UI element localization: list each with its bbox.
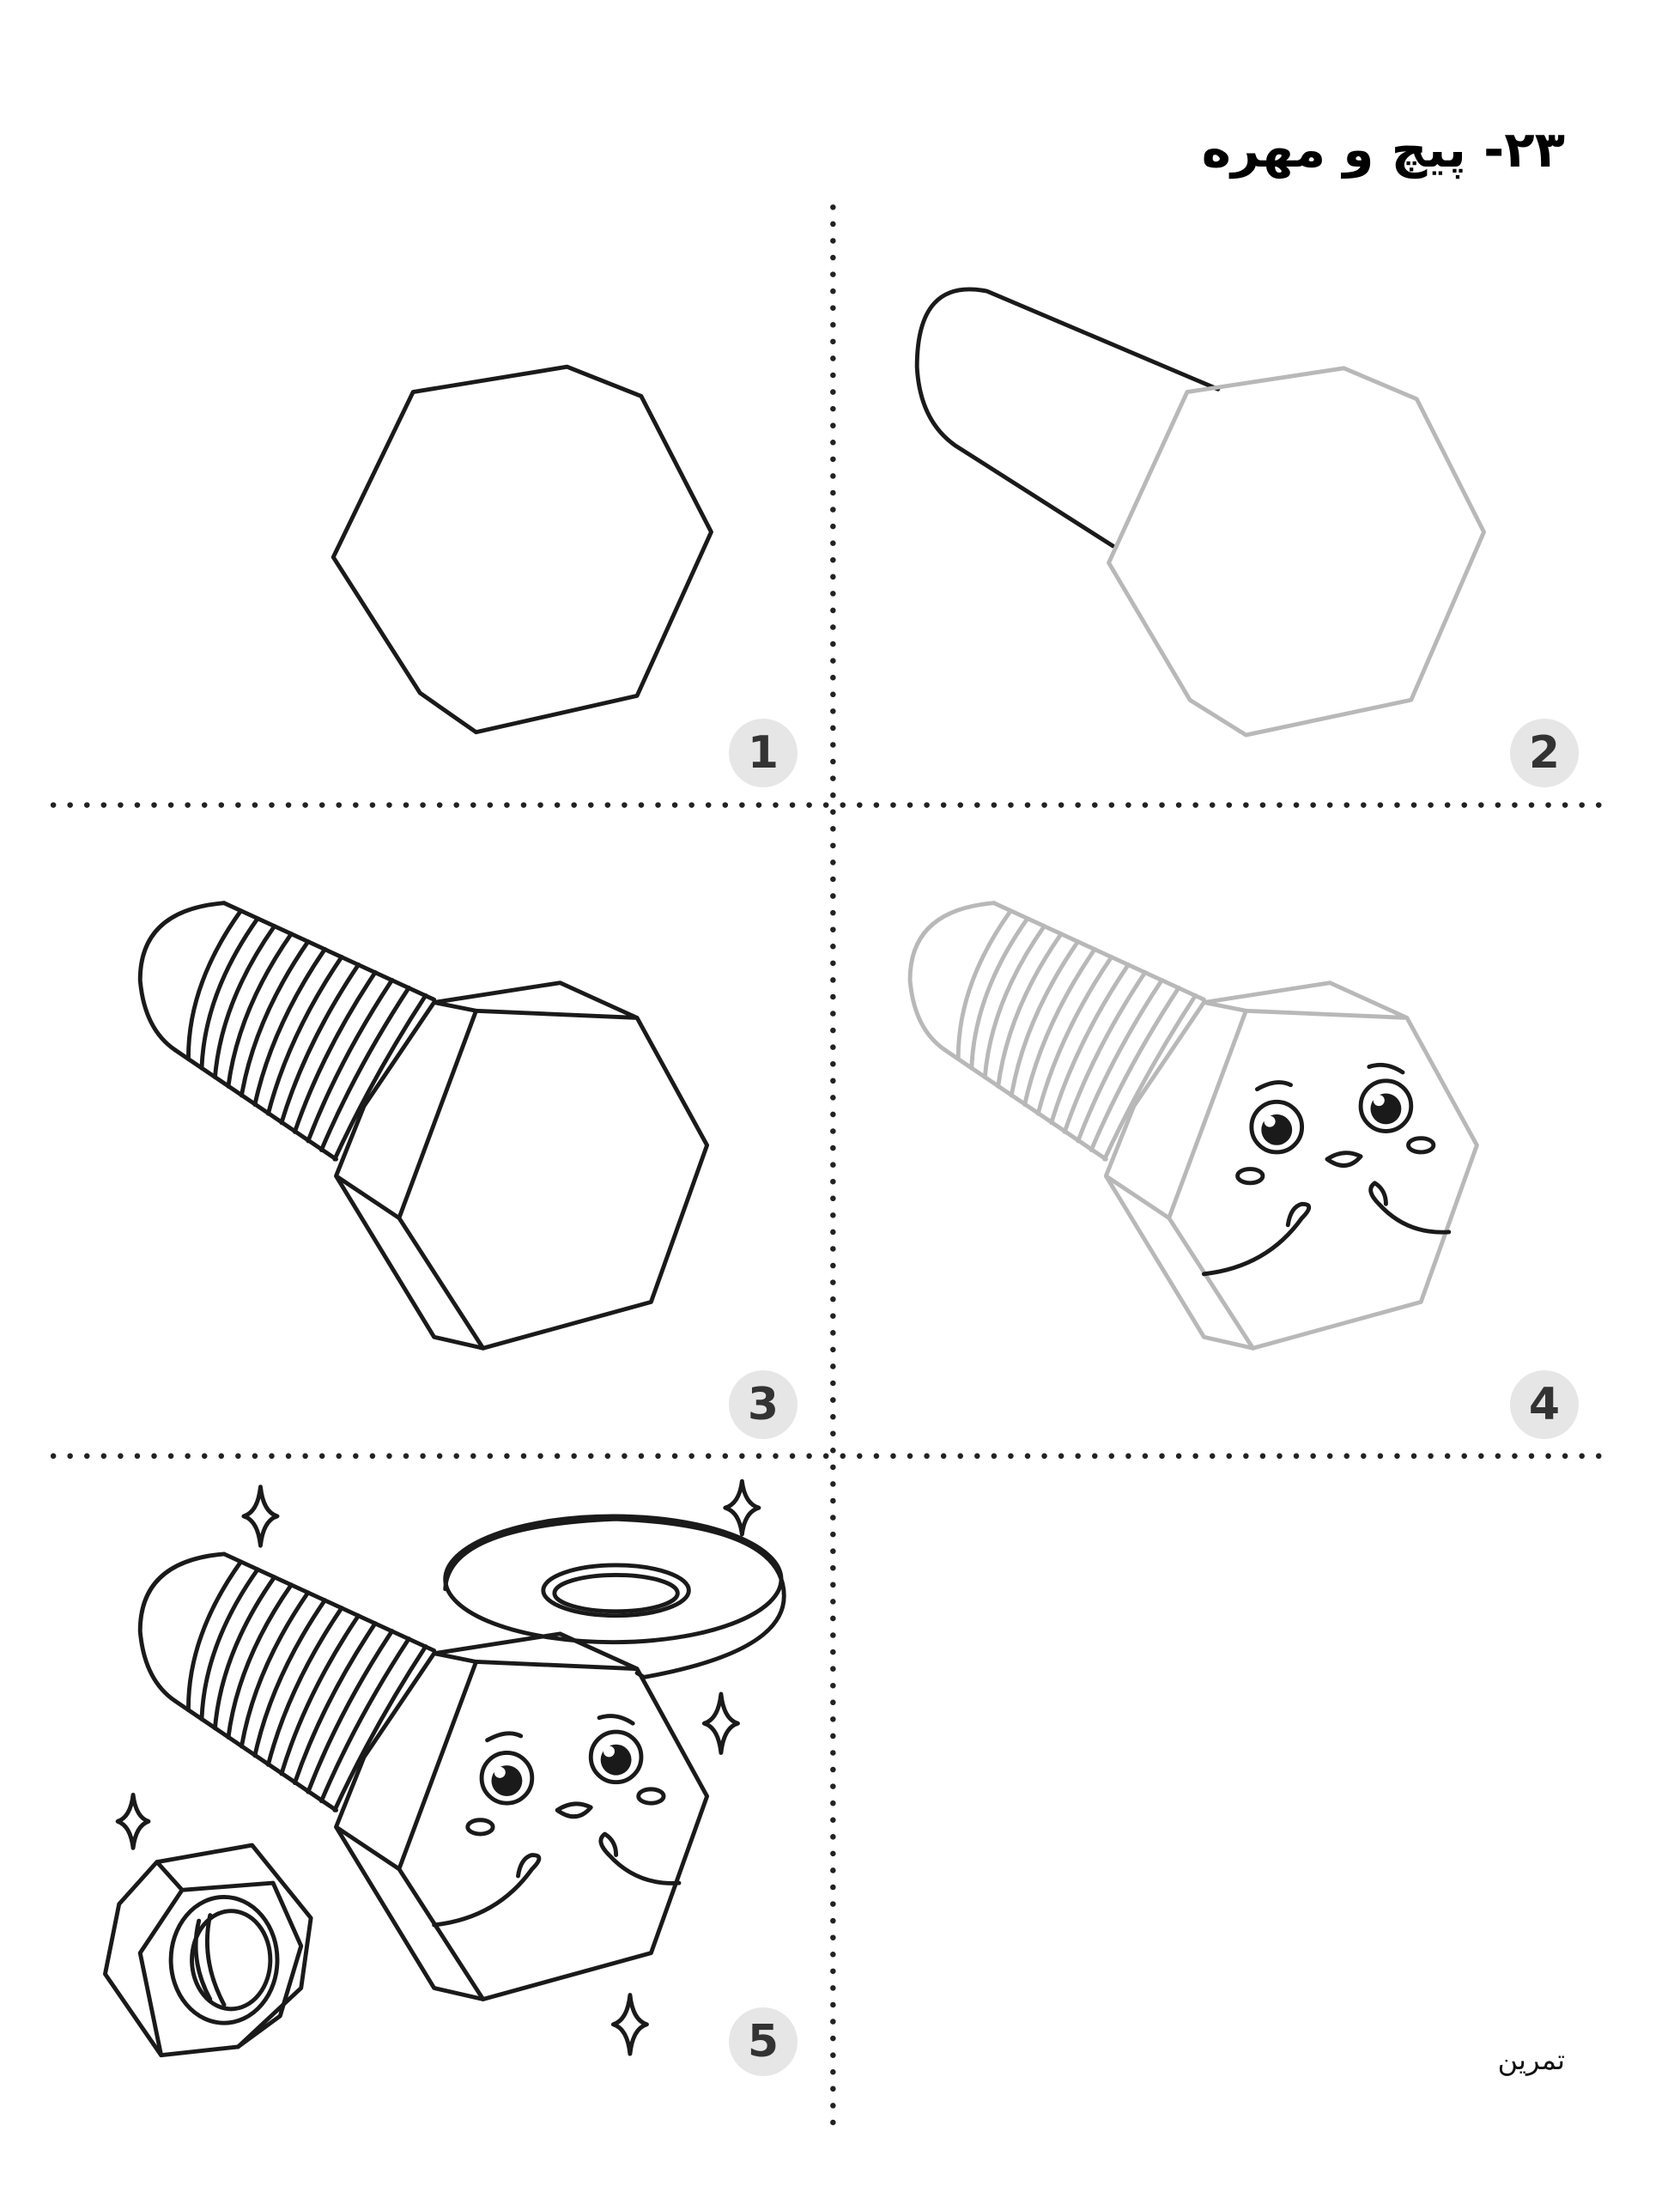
sparkle-icon bbox=[610, 1993, 649, 2056]
step2-drawing bbox=[914, 287, 1487, 738]
sparkle-icon bbox=[241, 1485, 280, 1548]
exercise-label: تمرین bbox=[1497, 2043, 1565, 2076]
step-badge-2: 2 bbox=[1510, 719, 1579, 787]
step-badge-1: 1 bbox=[729, 719, 798, 787]
page-title: ۲۳- پیچ و مهره bbox=[1201, 120, 1565, 179]
hex-nut bbox=[103, 1843, 313, 2058]
step3-bolt bbox=[140, 903, 707, 1349]
step-badge-5: 5 bbox=[729, 2007, 798, 2076]
step1-hexagon bbox=[331, 364, 713, 735]
step-badge-4: 4 bbox=[1510, 1370, 1579, 1439]
step-badge-3: 3 bbox=[729, 1370, 798, 1439]
sparkle-icon bbox=[701, 1691, 740, 1755]
step2-shaft bbox=[914, 287, 1221, 549]
washer bbox=[443, 1514, 786, 1679]
step4-face bbox=[1204, 1065, 1448, 1273]
step5-bolt bbox=[140, 1554, 707, 2000]
step5-scene bbox=[103, 1478, 786, 2058]
sparkle-icon bbox=[115, 1792, 151, 1850]
step4-bolt bbox=[910, 903, 1477, 1349]
sparkle-icon bbox=[723, 1478, 761, 1537]
step2-hexagon-guide bbox=[1107, 366, 1487, 738]
sparkle-icons bbox=[115, 1478, 761, 2056]
